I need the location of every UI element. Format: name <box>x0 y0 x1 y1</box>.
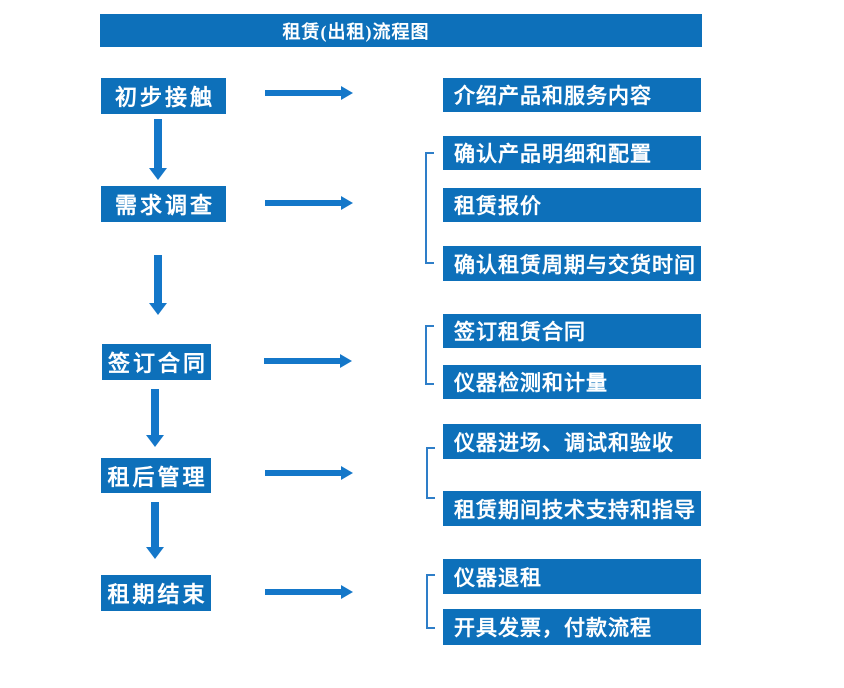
step-box-sign-contract: 签订合同 <box>102 344 211 380</box>
group-bracket-3 <box>425 325 434 385</box>
right-arrow-2 <box>265 196 353 210</box>
diagram-title-bar: 租赁(出租)流程图 <box>100 14 702 47</box>
detail-box-4-1: 仪器进场、调试和验收 <box>443 424 701 459</box>
step-box-post-rental-management: 租后管理 <box>101 458 211 493</box>
group-bracket-5 <box>426 574 435 629</box>
detail-box-2-2: 租赁报价 <box>443 188 701 222</box>
group-bracket-2 <box>425 152 434 264</box>
detail-box-4-2: 租赁期间技术支持和指导 <box>443 491 701 526</box>
right-arrow-1 <box>265 86 353 100</box>
detail-box-5-1: 仪器退租 <box>443 559 701 594</box>
detail-box-5-2: 开具发票，付款流程 <box>443 609 701 645</box>
detail-box-1-1: 介绍产品和服务内容 <box>443 78 701 112</box>
detail-box-2-3: 确认租赁周期与交货时间 <box>443 246 701 281</box>
detail-box-2-1: 确认产品明细和配置 <box>443 136 701 170</box>
detail-box-3-1: 签订租赁合同 <box>443 314 701 348</box>
step-box-rental-end: 租期结束 <box>101 575 211 611</box>
step-box-demand-survey: 需求调查 <box>101 186 226 222</box>
group-bracket-4 <box>426 447 435 499</box>
down-arrow-3 <box>146 389 164 447</box>
step-box-initial-contact: 初步接触 <box>101 78 226 114</box>
right-arrow-3 <box>264 354 352 368</box>
detail-box-3-2: 仪器检测和计量 <box>443 365 701 399</box>
right-arrow-5 <box>265 585 353 599</box>
down-arrow-4 <box>146 502 164 559</box>
down-arrow-2 <box>149 255 167 315</box>
down-arrow-1 <box>149 119 167 180</box>
right-arrow-4 <box>265 466 353 480</box>
